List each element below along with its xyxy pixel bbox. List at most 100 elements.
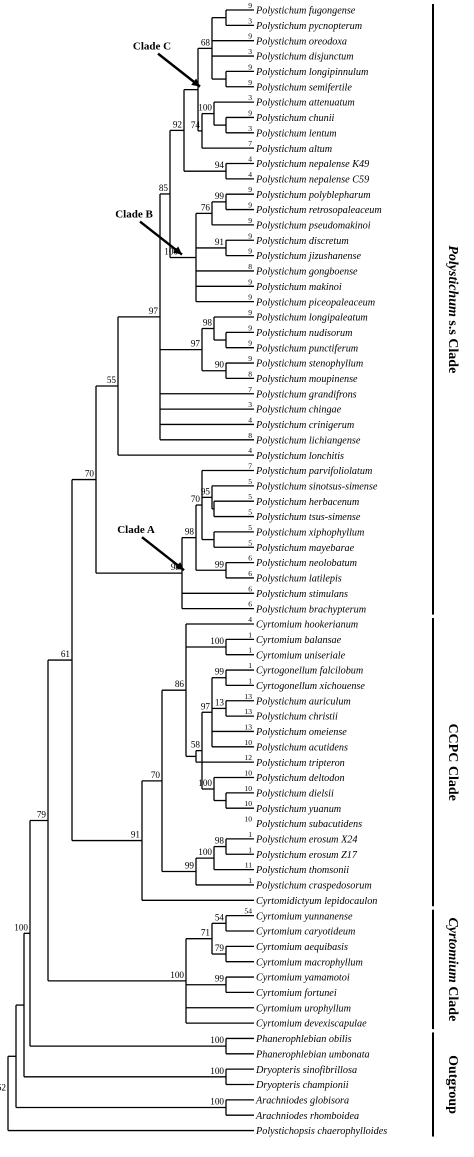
- taxon-label: Polystichum parvifoliolatum: [255, 466, 372, 477]
- support-value: 100: [198, 103, 212, 113]
- branch-length-label: 8: [248, 262, 252, 271]
- branch-length-label: 13: [244, 722, 252, 731]
- taxon-label: Polystichum disjunctum: [255, 52, 354, 63]
- taxon-label: Polystichum gongboense: [255, 267, 358, 278]
- taxon-label: Cyrtomium urophyllum: [256, 1003, 351, 1014]
- group-label-text: Clade: [446, 983, 461, 1022]
- taxon-label: Polystichum polyblepharum: [255, 190, 371, 201]
- support-value: 70: [151, 770, 161, 780]
- taxon-label: Polystichum mayebarae: [255, 543, 355, 554]
- support-value: 91: [131, 830, 141, 840]
- branch-length-label: 3: [248, 47, 252, 56]
- branch-length-label: 7: [248, 139, 252, 148]
- branch-length-label: 8: [248, 369, 252, 378]
- branch-length-label: 4: [248, 446, 252, 455]
- branch-length-label: 9: [248, 308, 252, 317]
- taxon-label: Polystichum discretum: [255, 236, 349, 247]
- taxon-label: Polystichopsis chaerophylloides: [255, 1126, 387, 1137]
- taxon-label: Cyrtogonellum xichouense: [256, 681, 365, 692]
- taxon-label: Polystichum latilepis: [255, 574, 342, 585]
- branch-length-label: 3: [248, 400, 252, 409]
- tree-branches: [7, 9, 254, 1132]
- taxon-label: Polystichum jizushanense: [255, 251, 361, 262]
- branch-length-label: 10: [244, 738, 252, 747]
- branch-length-label: 1: [248, 630, 252, 639]
- group-label: CCPC Clade: [446, 723, 461, 800]
- branch-length-label: 10: [244, 784, 252, 793]
- taxon-label: Cyrtomium aequibasis: [256, 942, 348, 953]
- branch-length-label: 6: [248, 554, 252, 563]
- taxon-label: Polystichum stenophyllum: [255, 359, 363, 370]
- taxon-label: Polystichum attenuatum: [255, 98, 355, 109]
- branch-length-label: 13: [244, 707, 252, 716]
- branch-length-label: 3: [248, 124, 252, 133]
- support-value: 70: [85, 469, 95, 479]
- taxon-label: Polystichum chunii: [255, 113, 335, 124]
- branch-length-label: 12: [244, 753, 252, 762]
- support-value: 79: [37, 809, 47, 819]
- taxon-label: Polystichum longipaleatum: [255, 313, 368, 324]
- branch-length-label: 9: [248, 277, 252, 286]
- support-value: 13: [215, 697, 225, 707]
- taxon-label: Polystichum omeiense: [255, 727, 347, 738]
- taxon-label: Polystichum erosum Z17: [255, 850, 358, 861]
- support-value: 97: [191, 339, 201, 349]
- taxon-label: Polystichum subacutidens: [255, 819, 362, 830]
- group-label-text: Outgroup: [446, 1055, 461, 1114]
- support-value: 85: [159, 183, 169, 193]
- taxon-label: Polystichum yuanum: [255, 804, 341, 815]
- branch-length-label: 6: [248, 569, 252, 578]
- taxon-label: Cyrtogonellum falcilobum: [256, 666, 363, 677]
- support-value: 92: [173, 119, 183, 129]
- branch-length-label: 9: [248, 62, 252, 71]
- clade-arrow: [139, 220, 183, 256]
- support-value: 100: [210, 1035, 224, 1045]
- branch-length-label: 9: [248, 1, 252, 10]
- support-value: 97: [149, 306, 159, 316]
- branch-length-label: 9: [248, 32, 252, 41]
- branch-length-label: 7: [248, 385, 252, 394]
- branch-length-label: 9: [248, 78, 252, 87]
- taxon-label: Polystichum deltodon: [255, 773, 345, 784]
- support-value: 97: [201, 701, 211, 711]
- taxon-label: Polystichum herbacenum: [255, 497, 359, 508]
- taxon-label: Polystichum chingae: [255, 405, 342, 416]
- support-value: 100: [198, 778, 212, 788]
- taxon-label: Polystichum craspedosorum: [255, 881, 372, 892]
- support-value: 100: [210, 1066, 224, 1076]
- support-value: 76: [201, 202, 211, 212]
- support-value: 71: [201, 928, 211, 938]
- support-value: 100: [210, 636, 224, 646]
- taxon-label: Polystichum neolobatum: [255, 558, 357, 569]
- group-label-italic: Cyrtomium: [446, 917, 461, 982]
- support-value: 99: [215, 974, 225, 984]
- taxon-label: Polystichum lichiangense: [255, 435, 361, 446]
- taxon-label: Polystichum moupinense: [255, 374, 358, 385]
- branch-length-label: 8: [248, 431, 252, 440]
- clade-arrow: [141, 536, 185, 572]
- clade-arrowhead: [173, 246, 182, 255]
- branch-length-label: 5: [248, 477, 252, 486]
- support-value: 94: [215, 160, 225, 170]
- taxon-label: Cyrtomium hookerianum: [256, 620, 358, 631]
- clade-label: Clade B: [115, 209, 153, 221]
- branch-length-label: 7: [248, 462, 252, 471]
- branch-length-label: 11: [245, 861, 253, 870]
- clade-arrow: [157, 52, 201, 88]
- support-value: 98: [215, 836, 225, 846]
- taxon-label: Cyrtomium yamamotoi: [256, 973, 350, 984]
- taxon-label: Polystichum pycnopterum: [255, 21, 362, 32]
- support-value: 100: [14, 922, 28, 932]
- support-value: 58: [191, 740, 201, 750]
- support-value: 68: [201, 37, 211, 47]
- taxon-label: Polystichum christii: [255, 712, 338, 723]
- branch-length-label: 9: [248, 216, 252, 225]
- support-value: 79: [215, 943, 225, 953]
- clade-label: Clade A: [117, 524, 155, 536]
- taxon-label: Polystichum nepalense K49: [255, 159, 369, 170]
- branch-length-label: 9: [248, 201, 252, 210]
- taxon-label: Polystichum xiphophyllum: [255, 528, 364, 539]
- branch-length-label: 1: [248, 876, 252, 885]
- taxon-label: Polystichum sinotsus-simense: [255, 481, 378, 492]
- branch-length-label: 5: [248, 523, 252, 532]
